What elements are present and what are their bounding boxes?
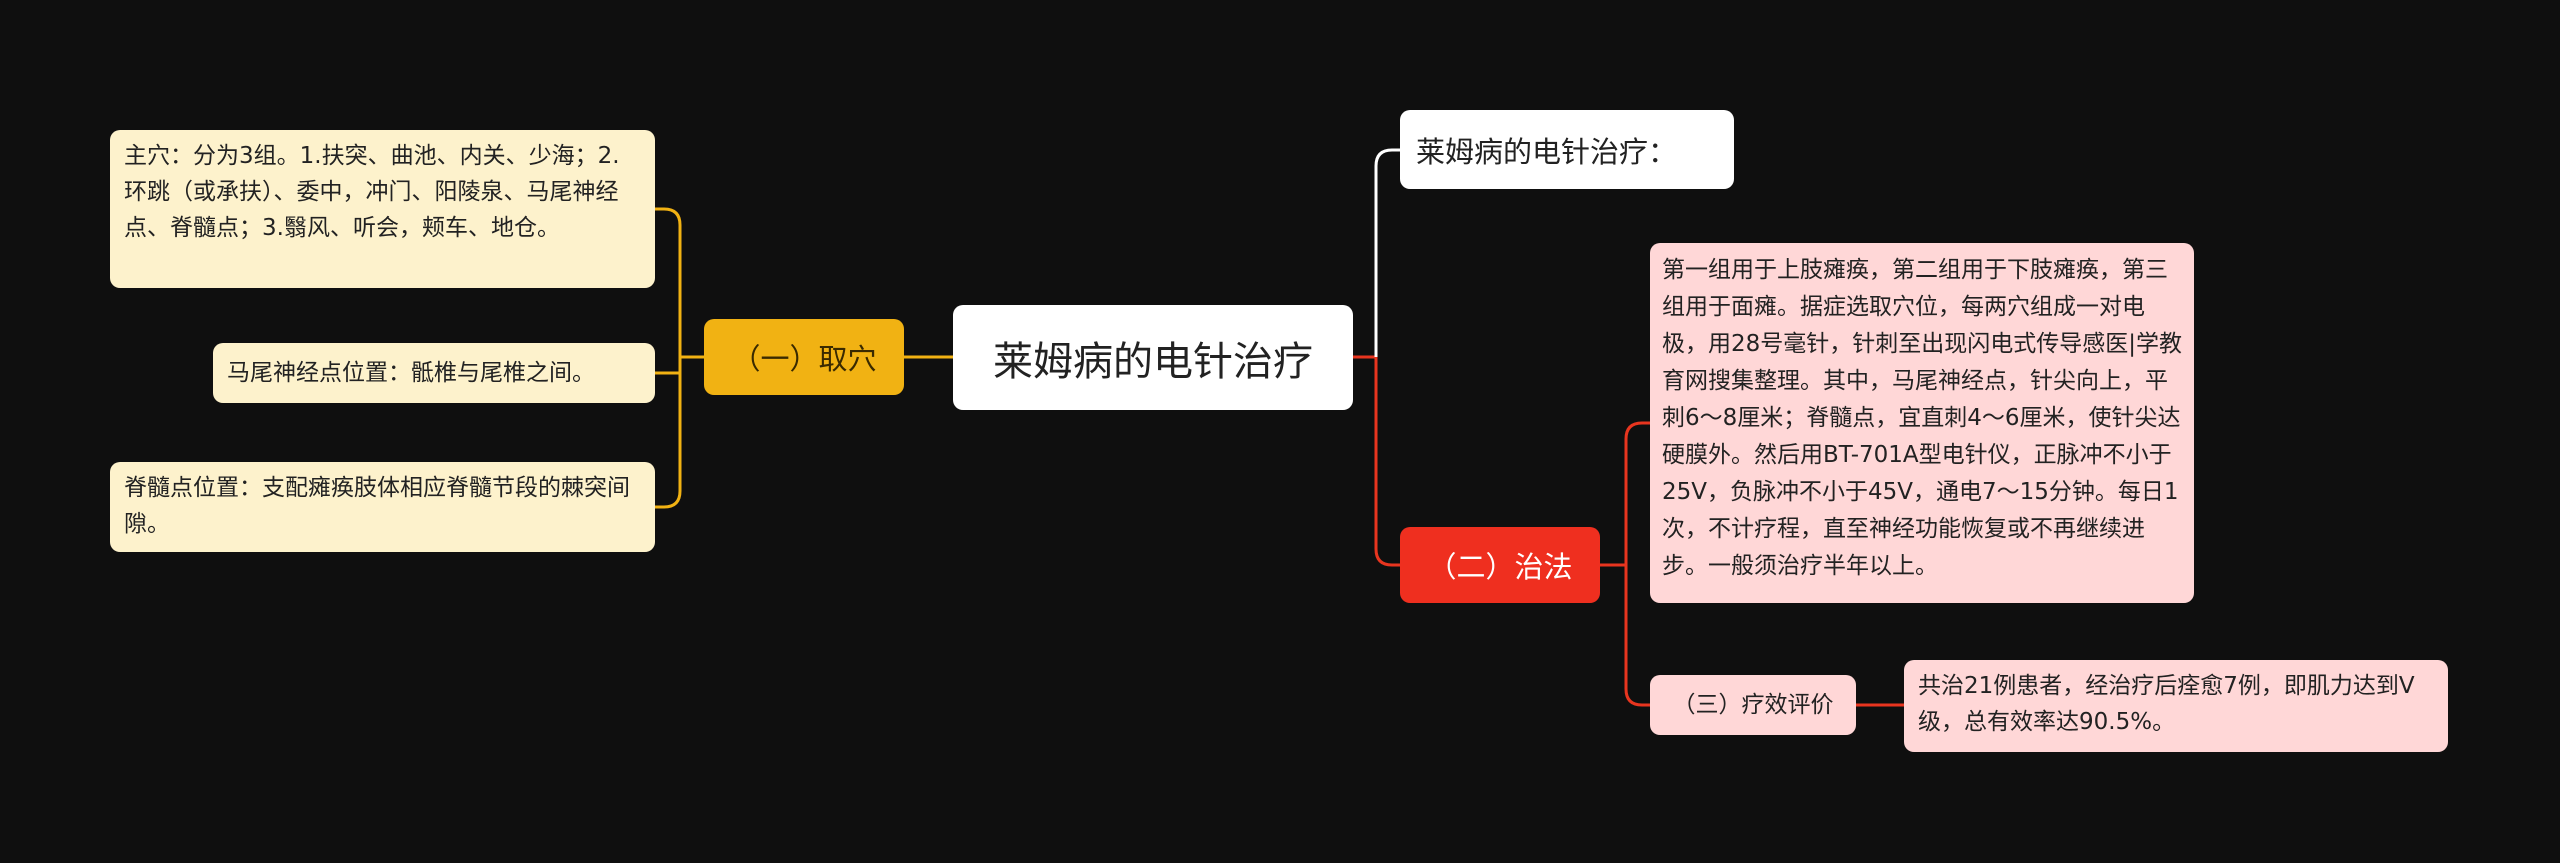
leaf-main-points-text: 主穴：分为3组。1.扶突、曲池、内关、少海；2.环跳（或承扶）、委中，冲门、阳陵…: [124, 143, 620, 241]
leaf-spinal-point-text: 脊髓点位置：支配瘫痪肢体相应脊髓节段的棘突间隙。: [124, 475, 630, 537]
leaf-evaluation-label: （三）疗效评价: [1672, 692, 1834, 718]
title-node-label: 莱姆病的电针治疗：: [1416, 134, 1678, 169]
leaf-evaluation-result-text: 共治21例患者，经治疗后痊愈7例，即肌力达到Ⅴ级，总有效率达90.5%。: [1918, 673, 2415, 735]
branch-zhifa-label: （二）治法: [1427, 550, 1573, 584]
leaf-evaluation-result[interactable]: 共治21例患者，经治疗后痊愈7例，即肌力达到Ⅴ级，总有效率达90.5%。: [1904, 660, 2448, 752]
connector-root-title: [1374, 148, 1400, 357]
leaf-treatment-detail[interactable]: 第一组用于上肢瘫痪，第二组用于下肢瘫痪，第三组用于面瘫。据症选取穴位，每两穴组成…: [1650, 243, 2194, 603]
title-node[interactable]: 莱姆病的电针治疗：: [1400, 110, 1734, 189]
branch-xuewei-label: （一）取穴: [731, 342, 877, 376]
connector-zhifa-detail: [1624, 421, 1650, 565]
branch-xuewei[interactable]: （一）取穴: [704, 319, 904, 395]
branch-zhifa[interactable]: （二）治法: [1400, 527, 1600, 603]
connector-zhifa-eval: [1624, 565, 1650, 707]
connector-xuewei-leaf3: [655, 357, 682, 509]
connector-xuewei-leaf1: [655, 207, 682, 357]
leaf-cauda-point-text: 马尾神经点位置：骶椎与尾椎之间。: [227, 360, 595, 386]
leaf-evaluation[interactable]: （三）疗效评价: [1650, 675, 1856, 735]
connector-root-zhifa: [1374, 357, 1400, 567]
leaf-cauda-point[interactable]: 马尾神经点位置：骶椎与尾椎之间。: [213, 343, 655, 403]
root-node[interactable]: 莱姆病的电针治疗: [953, 305, 1353, 410]
leaf-main-points[interactable]: 主穴：分为3组。1.扶突、曲池、内关、少海；2.环跳（或承扶）、委中，冲门、阳陵…: [110, 130, 655, 288]
leaf-treatment-detail-text: 第一组用于上肢瘫痪，第二组用于下肢瘫痪，第三组用于面瘫。据症选取穴位，每两穴组成…: [1662, 257, 2183, 579]
connector-xuewei-leaf2: [655, 357, 682, 375]
leaf-spinal-point[interactable]: 脊髓点位置：支配瘫痪肢体相应脊髓节段的棘突间隙。: [110, 462, 655, 552]
root-label: 莱姆病的电针治疗: [993, 338, 1313, 385]
